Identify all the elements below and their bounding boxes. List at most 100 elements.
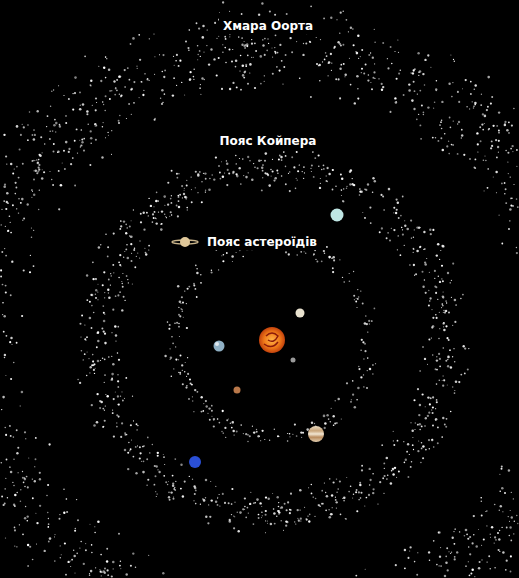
belt-dot xyxy=(226,160,227,161)
belt-dot xyxy=(231,488,233,490)
belt-dot xyxy=(404,245,405,246)
belt-dot xyxy=(318,154,320,156)
belt-dot xyxy=(97,332,99,334)
belt-dot xyxy=(197,173,199,175)
belt-dot xyxy=(429,297,431,299)
belt-dot xyxy=(0,269,2,271)
belt-dot xyxy=(430,397,432,399)
belt-dot xyxy=(58,170,60,172)
belt-dot xyxy=(448,551,449,552)
belt-dot xyxy=(19,524,20,525)
belt-dot xyxy=(96,393,98,395)
belt-dot xyxy=(243,175,244,176)
belt-dot xyxy=(442,385,444,387)
belt-dot xyxy=(123,296,125,298)
belt-dot xyxy=(488,128,490,130)
belt-dot xyxy=(155,475,157,477)
belt-dot xyxy=(365,569,366,570)
belt-dot xyxy=(112,561,115,564)
belt-dot xyxy=(443,312,444,313)
belt-dot xyxy=(4,354,6,356)
belt-dot xyxy=(281,175,283,177)
belt-dot xyxy=(448,311,450,313)
belt-dot xyxy=(252,426,253,427)
belt-dot xyxy=(506,560,508,562)
belt-dot xyxy=(186,376,187,377)
belt-dot xyxy=(117,380,119,382)
belt-dot xyxy=(432,396,434,398)
belt-dot xyxy=(477,143,479,145)
belt-dot xyxy=(49,138,51,140)
belt-dot xyxy=(442,322,444,324)
belt-dot xyxy=(389,239,391,241)
belt-dot xyxy=(424,84,426,86)
belt-dot xyxy=(325,509,327,511)
belt-dot xyxy=(104,382,105,383)
belt-dot xyxy=(94,373,95,374)
belt-dot xyxy=(172,475,174,477)
belt-dot xyxy=(18,198,19,199)
belt-dot xyxy=(490,537,491,538)
belt-dot xyxy=(410,466,412,468)
belt-dot xyxy=(47,484,49,486)
belt-dot xyxy=(63,150,65,152)
belt-dot xyxy=(165,216,166,217)
belt-dot xyxy=(310,168,311,169)
belt-dot xyxy=(130,243,132,245)
belt-dot xyxy=(413,108,415,110)
belt-dot xyxy=(79,548,80,549)
belt-dot xyxy=(336,478,337,479)
belt-dot xyxy=(283,66,285,68)
belt-dot xyxy=(10,294,12,296)
belt-dot xyxy=(500,505,502,507)
belt-dot xyxy=(237,530,239,532)
belt-dot xyxy=(221,161,222,162)
belt-dot xyxy=(192,479,193,480)
belt-dot xyxy=(250,492,251,493)
belt-dot xyxy=(477,151,478,152)
belt-dot xyxy=(451,96,453,98)
belt-dot xyxy=(8,230,9,231)
belt-dot xyxy=(14,494,17,497)
belt-dot xyxy=(84,353,86,355)
belt-dot xyxy=(464,373,466,375)
belt-dot xyxy=(419,70,422,73)
belt-dot xyxy=(499,490,501,492)
belt-dot xyxy=(304,172,305,173)
belt-dot xyxy=(5,226,6,227)
belt-dot xyxy=(181,309,182,310)
belt-dot xyxy=(189,378,191,380)
belt-dot xyxy=(111,332,112,333)
belt-dot xyxy=(442,296,444,298)
belt-dot xyxy=(191,201,193,203)
belt-dot xyxy=(161,223,163,225)
belt-dot xyxy=(353,44,355,46)
belt-dot xyxy=(276,515,277,516)
belt-dot xyxy=(177,177,179,179)
belt-dot xyxy=(421,271,423,273)
belt-dot xyxy=(457,123,458,124)
belt-dot xyxy=(143,460,145,462)
belt-dot xyxy=(280,156,283,159)
belt-dot xyxy=(24,478,27,481)
belt-dot xyxy=(272,56,273,57)
belt-dot xyxy=(504,121,506,123)
belt-dot xyxy=(92,354,94,356)
belt-dot xyxy=(486,109,488,111)
belt-dot xyxy=(425,417,427,419)
belt-dot xyxy=(218,36,219,37)
belt-dot xyxy=(423,114,424,115)
belt-dot xyxy=(339,97,341,99)
belt-dot xyxy=(119,94,120,95)
belt-dot xyxy=(283,151,285,153)
belt-dot xyxy=(74,530,76,532)
belt-dot xyxy=(245,517,247,519)
belt-dot xyxy=(391,470,393,472)
belt-dot xyxy=(445,561,448,564)
belt-dot xyxy=(277,52,279,54)
belt-dot xyxy=(339,259,340,260)
belt-dot xyxy=(396,78,398,80)
belt-dot xyxy=(47,115,49,117)
belt-dot xyxy=(429,403,431,405)
belt-dot xyxy=(189,78,191,80)
